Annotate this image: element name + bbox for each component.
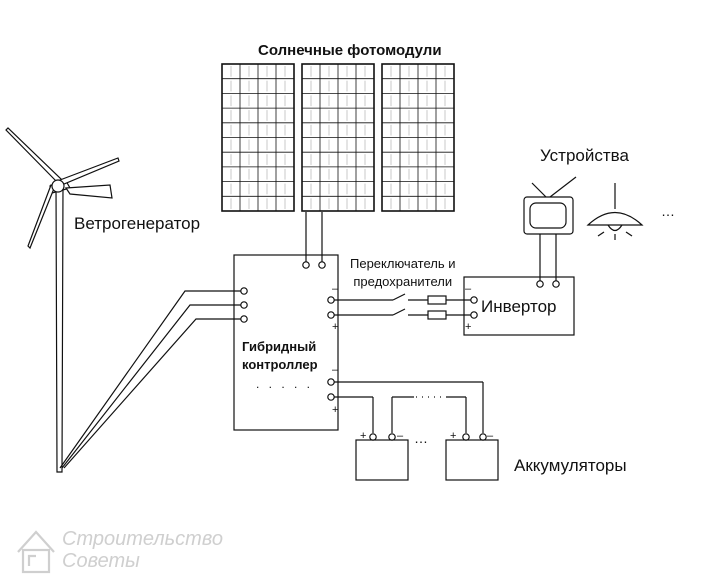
bat1-minus: – xyxy=(397,430,404,442)
inv-in-plus: + xyxy=(465,321,472,333)
battery-wiring xyxy=(327,378,484,433)
bat2-minus: – xyxy=(487,430,494,442)
fuse-1 xyxy=(427,295,447,305)
bat2-plus: + xyxy=(450,430,457,442)
bat-term-minus: – xyxy=(332,364,339,376)
bat1-plus: + xyxy=(360,430,367,442)
fuse-2 xyxy=(427,310,447,320)
battery-ellipsis: … xyxy=(414,430,428,446)
inverter-device-wiring xyxy=(536,234,560,288)
more-devices-ellipsis: … xyxy=(661,203,677,219)
controller-label-line2: контроллер xyxy=(242,357,318,372)
switch-label-line1: Переключатель и xyxy=(350,256,456,271)
wind-turbine xyxy=(5,127,120,473)
devices-label: Устройства xyxy=(540,146,629,165)
solar-panels-title: Солнечные фотомодули xyxy=(258,42,442,59)
watermark-text: Строительство Советы xyxy=(62,528,223,572)
solar-panel-group xyxy=(221,63,455,212)
watermark-line1: Строительство xyxy=(62,528,223,550)
watermark-line2: Советы xyxy=(62,550,140,572)
tv-icon xyxy=(523,176,577,235)
inverter-box xyxy=(463,276,575,336)
switch-label-line2: предохранители xyxy=(353,274,453,289)
controller-inverter-wiring xyxy=(327,293,478,320)
batteries-label: Аккумуляторы xyxy=(514,456,627,475)
hybrid-controller-label: Гибридный контроллер xyxy=(242,338,318,374)
battery-2 xyxy=(445,433,499,481)
controller-label-line1: Гибридный xyxy=(242,339,317,354)
battery-1 xyxy=(355,433,409,481)
wind-generator-label: Ветрогенератор xyxy=(74,214,201,233)
bat-term-plus: + xyxy=(332,404,339,416)
inv-term-minus: – xyxy=(332,283,339,295)
inv-term-plus: + xyxy=(332,321,339,333)
wind-cables xyxy=(59,287,248,469)
lamp-icon xyxy=(586,183,644,240)
panel-cables xyxy=(302,212,326,269)
switch-fuses-label: Переключатель и предохранители xyxy=(350,255,455,291)
inverter-label: Инвертор xyxy=(481,297,557,316)
hybrid-controller-box xyxy=(233,254,339,431)
watermark-logo xyxy=(17,530,55,574)
controller-dots: . . . . . xyxy=(256,377,313,391)
inv-in-minus: – xyxy=(465,283,472,295)
